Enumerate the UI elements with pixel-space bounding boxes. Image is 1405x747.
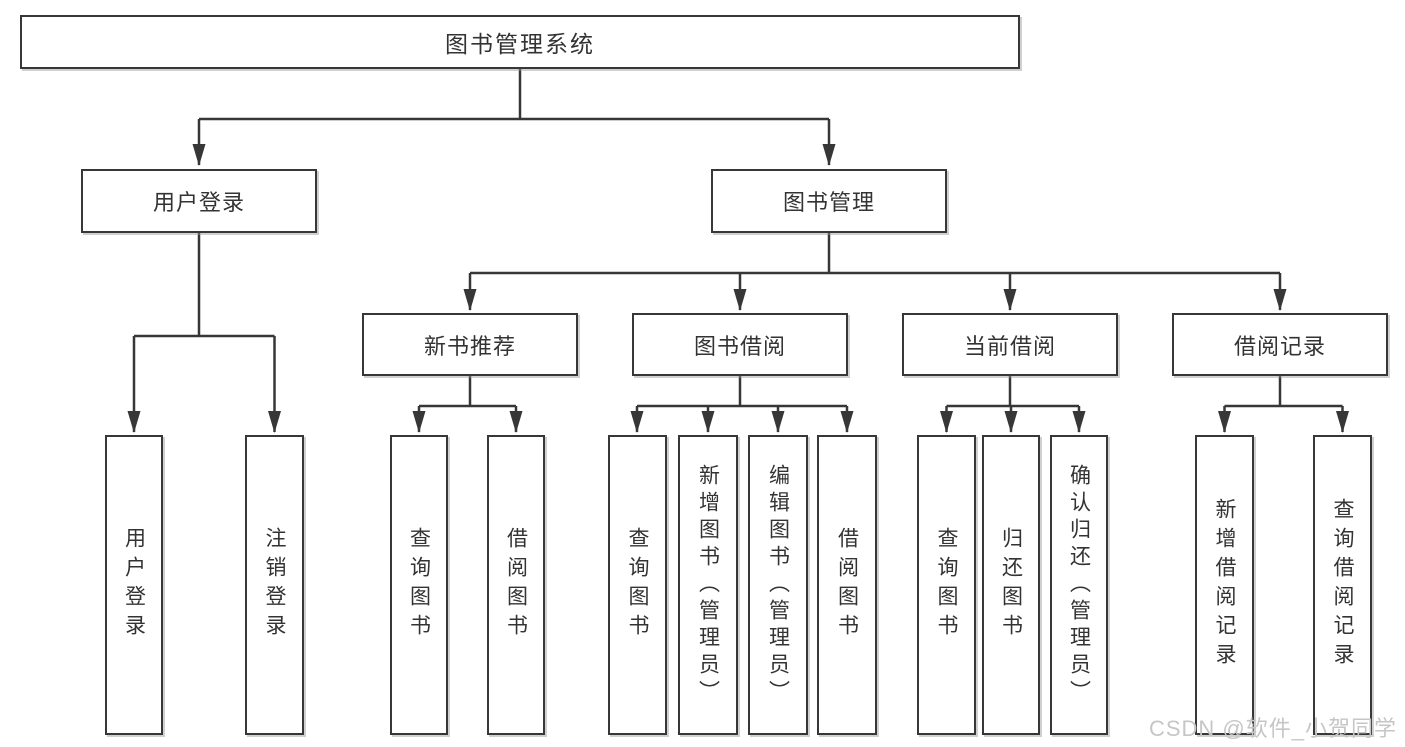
connector-book-management-to-level3 [463, 233, 1287, 311]
node-current-borrowing: 当前借阅 [902, 313, 1118, 376]
leaf-confirm-return-admin: 确认归还（管理员） [1050, 435, 1108, 735]
leaf-query-books-current: 查询图书 [917, 435, 976, 735]
node-book-management: 图书管理 [711, 169, 947, 233]
leaf-borrow-books-borrowing: 借阅图书 [817, 435, 877, 735]
connector-records-to-leaves [1218, 376, 1349, 433]
node-borrowing-records: 借阅记录 [1172, 313, 1388, 376]
csdn-watermark: CSDN @软件_小贺同学 [1148, 716, 1397, 741]
connector-root-to-level2 [192, 69, 836, 166]
connector-recommend-to-leaves [412, 376, 523, 433]
leaf-query-books-recommend: 查询图书 [390, 435, 448, 735]
leaf-user-login: 用户登录 [105, 435, 163, 735]
leaf-borrow-books-recommend: 借阅图书 [487, 435, 545, 735]
leaf-add-books-admin: 新增图书（管理员） [678, 435, 738, 735]
leaf-logout: 注销登录 [245, 435, 304, 735]
node-book-borrowing: 图书借阅 [632, 313, 848, 376]
connector-user-login-to-leaves [127, 233, 281, 433]
leaf-query-borrow-record: 查询借阅记录 [1313, 435, 1372, 735]
leaf-add-borrow-record: 新增借阅记录 [1195, 435, 1254, 735]
leaf-return-books: 归还图书 [982, 435, 1040, 735]
leaf-edit-books-admin: 编辑图书（管理员） [748, 435, 808, 735]
node-user-login: 用户登录 [81, 169, 317, 233]
node-root-system: 图书管理系统 [20, 15, 1020, 69]
connector-current-to-leaves [940, 376, 1086, 433]
node-new-book-recommend: 新书推荐 [362, 313, 578, 376]
connector-borrowing-to-leaves [630, 376, 854, 433]
leaf-query-books-borrowing: 查询图书 [608, 435, 667, 735]
